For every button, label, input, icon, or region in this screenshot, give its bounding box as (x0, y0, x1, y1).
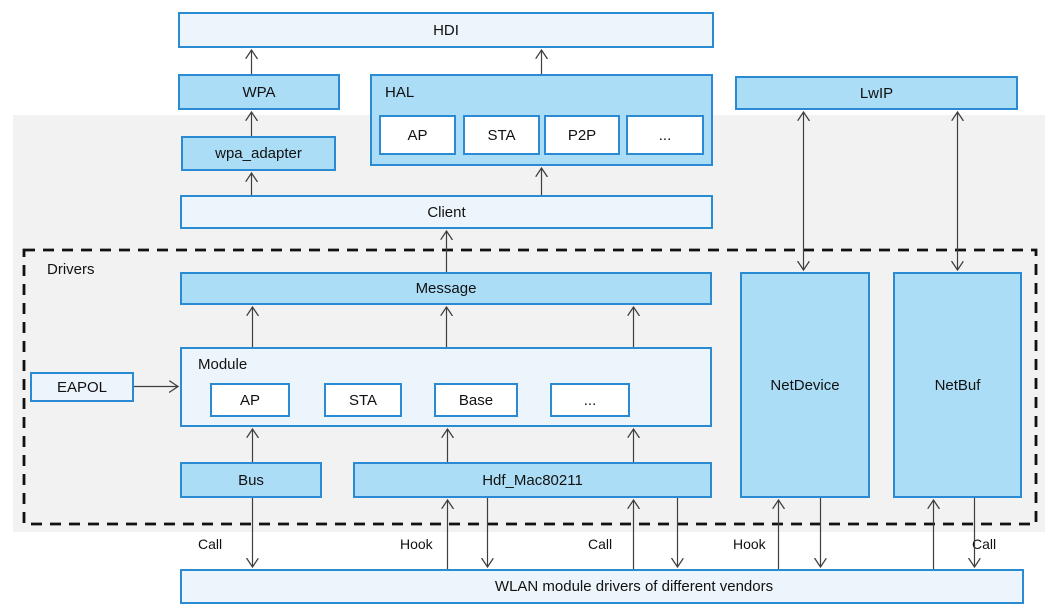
edge-label-hook-netdevice: Hook (733, 536, 766, 552)
message-label: Message (415, 280, 477, 297)
wpa-label: WPA (242, 83, 276, 101)
netdevice-label: NetDevice (770, 376, 840, 394)
lwip-box: LwIP (735, 76, 1018, 110)
vendor-drivers-label: WLAN module drivers of different vendors (494, 578, 774, 595)
eapol-label: EAPOL (56, 378, 108, 396)
eapol-box: EAPOL (30, 372, 134, 402)
hdf-mac80211-label: Hdf_Mac80211 (482, 471, 583, 489)
netbuf-label: NetBuf (934, 376, 981, 394)
module-label: Module (198, 356, 248, 373)
netdevice-box: NetDevice (740, 272, 870, 498)
hal-ap-box: AP (379, 115, 456, 155)
hal-label: HAL (385, 84, 415, 101)
client-box: Client (180, 195, 713, 229)
edge-label-hook-hdf: Hook (400, 536, 433, 552)
drivers-region-label: Drivers (47, 261, 95, 278)
edge-label-call-hdf: Call (588, 536, 613, 552)
hdf-mac80211-box: Hdf_Mac80211 (353, 462, 712, 498)
wpa-adapter-box: wpa_adapter (181, 136, 336, 171)
edge-label-call-netbuf: Call (972, 536, 997, 552)
client-label: Client (427, 203, 466, 221)
hal-p2p-label: P2P (567, 126, 597, 144)
module-more-label: ... (583, 391, 597, 409)
module-sta-box: STA (324, 383, 402, 417)
module-ap-box: AP (210, 383, 290, 417)
message-box: Message (180, 272, 712, 305)
netbuf-box: NetBuf (893, 272, 1022, 498)
hdi-label: HDI (433, 21, 459, 39)
module-box: Module AP STA Base ... (180, 347, 712, 427)
hal-sta-label: STA (487, 126, 516, 144)
hal-box: HAL AP STA P2P ... (370, 74, 713, 166)
wpa-box: WPA (178, 74, 340, 110)
hal-p2p-box: P2P (544, 115, 620, 155)
bus-label: Bus (238, 471, 264, 489)
hal-sta-box: STA (463, 115, 540, 155)
wpa-adapter-label: wpa_adapter (215, 145, 302, 162)
vendor-drivers-box: WLAN module drivers of different vendors (180, 569, 1024, 604)
module-ap-label: AP (239, 391, 260, 409)
module-base-label: Base (458, 391, 494, 409)
module-more-box: ... (550, 383, 630, 417)
hal-ap-label: AP (407, 126, 428, 144)
hdi-box: HDI (178, 12, 714, 48)
lwip-label: LwIP (859, 84, 894, 102)
hal-more-box: ... (626, 115, 704, 155)
edge-label-call-bus: Call (198, 536, 223, 552)
module-sta-label: STA (348, 391, 378, 409)
hal-more-label: ... (658, 126, 672, 144)
module-base-box: Base (434, 383, 518, 417)
bus-box: Bus (180, 462, 322, 498)
